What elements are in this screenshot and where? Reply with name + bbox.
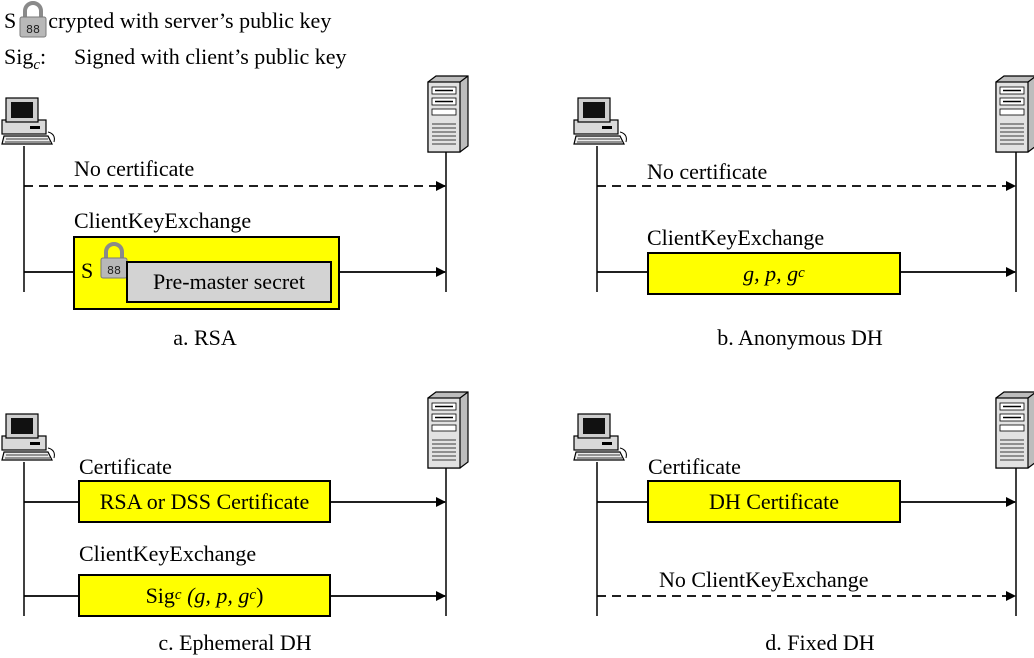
panel-a-box-prefix: S xyxy=(81,258,94,283)
legend-signed-colon: : xyxy=(40,44,47,69)
legend-signed-sub: c xyxy=(33,57,41,73)
server-tower-icon xyxy=(427,391,469,469)
panel-c-box2-sub: c xyxy=(174,587,182,603)
panel-d-graphics xyxy=(573,391,1034,616)
panel-b-msg1: No certificate xyxy=(647,159,768,184)
panel-d-msg2: No ClientKeyExchange xyxy=(659,567,869,592)
server-tower-icon xyxy=(995,391,1034,469)
panel-a-msg1: No certificate xyxy=(74,156,195,181)
client-computer-icon xyxy=(1,97,56,145)
panel-c-msg2: ClientKeyExchange xyxy=(79,541,257,566)
panel-b-caption: b. Anonymous DH xyxy=(717,325,883,350)
panel-c-graphics xyxy=(1,391,469,616)
panel-d-caption: d. Fixed DH xyxy=(765,630,875,655)
legend-signed: Sigc: Signed with client’s public key xyxy=(4,44,347,73)
panel-c-msg1: Certificate xyxy=(79,454,172,479)
legend-encrypted-text: crypted with server’s public key xyxy=(48,8,332,33)
panel-c-box2-close: ) xyxy=(256,582,264,608)
panel-c-caption: c. Ephemeral DH xyxy=(158,630,312,655)
server-tower-icon xyxy=(995,75,1034,153)
panel-c-box2-sup: c xyxy=(249,587,257,603)
client-computer-icon xyxy=(1,413,56,461)
svg-text:88: 88 xyxy=(107,264,121,277)
legend-signed-text: Signed with client’s public key xyxy=(74,44,347,69)
panel-a-msg2: ClientKeyExchange xyxy=(74,208,252,233)
panel-c-box2-args: (g, p, g xyxy=(187,582,250,608)
legend-encrypted-prefix: S xyxy=(4,8,17,33)
padlock-icon: 88 xyxy=(19,1,47,38)
padlock-icon: 88 xyxy=(100,242,128,279)
panel-c-box2-prefix: Sig xyxy=(145,582,175,608)
panel-b-box-text: g, p, g xyxy=(743,260,799,286)
panel-a-graphics xyxy=(1,75,469,292)
client-computer-icon xyxy=(573,97,628,145)
panel-b-box-sup: c xyxy=(798,265,805,281)
panel-b-msg2: ClientKeyExchange xyxy=(647,225,825,250)
svg-text:88: 88 xyxy=(26,23,40,36)
panel-b-graphics xyxy=(573,75,1034,292)
panel-c-certificate-box: RSA or DSS Certificate xyxy=(78,480,331,523)
server-tower-icon xyxy=(427,75,469,153)
panel-d-certificate-box: DH Certificate xyxy=(647,480,901,523)
panel-a-caption: a. RSA xyxy=(173,325,237,350)
legend-signed-prefix: Sig xyxy=(4,44,34,69)
panel-d-msg1: Certificate xyxy=(648,454,741,479)
panel-a-pre-master-secret: Pre-master secret xyxy=(126,261,332,303)
client-computer-icon xyxy=(573,413,628,461)
